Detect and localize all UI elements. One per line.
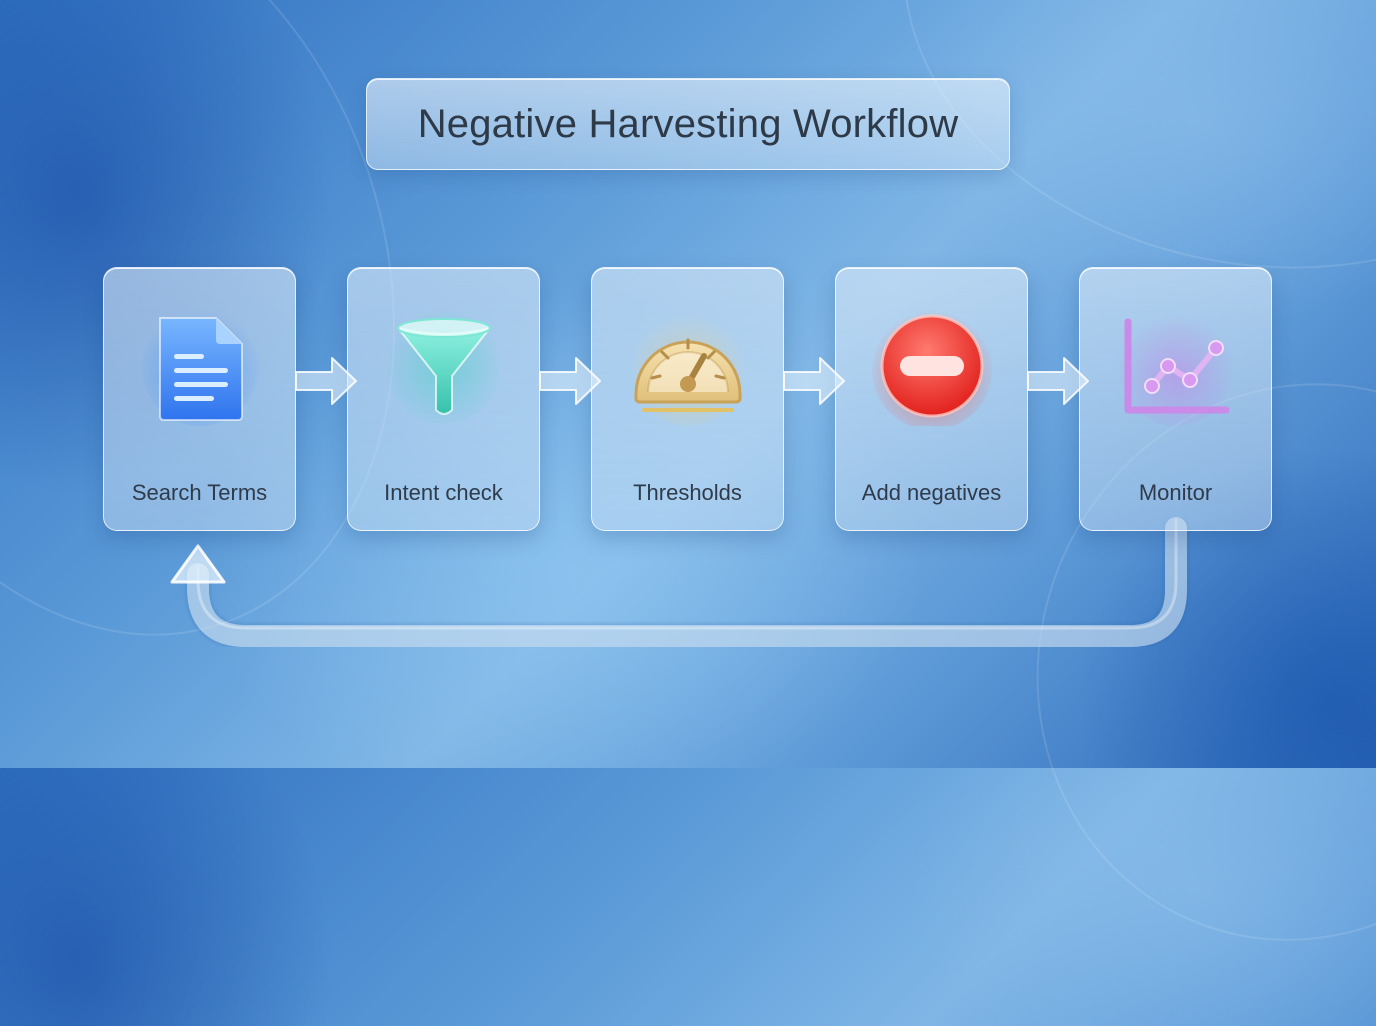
flow-arrow <box>539 357 601 405</box>
flow-arrow <box>295 357 357 405</box>
gauge-icon <box>632 314 744 426</box>
line-chart-icon <box>1120 314 1232 426</box>
step-label: Thresholds <box>633 480 742 505</box>
step-card-thresholds: Thresholds <box>591 267 784 531</box>
step-card-monitor: Monitor <box>1079 267 1272 531</box>
minus-circle-icon <box>872 310 992 426</box>
flow-arrow <box>783 357 845 405</box>
funnel-icon <box>388 312 500 424</box>
flow-arrow <box>1027 357 1089 405</box>
step-card-intent-check: Intent check <box>347 267 540 531</box>
step-card-search-terms: Search Terms <box>103 267 296 531</box>
document-icon <box>142 310 258 426</box>
step-label: Monitor <box>1138 480 1213 505</box>
step-label: Add negatives <box>861 480 1002 505</box>
title-banner: Negative Harvesting Workflow <box>366 78 1010 170</box>
step-card-add-negatives: Add negatives <box>835 267 1028 531</box>
step-label: Search Terms <box>131 480 268 505</box>
step-label: Intent check <box>384 480 503 505</box>
diagram-title: Negative Harvesting Workflow <box>417 101 959 146</box>
